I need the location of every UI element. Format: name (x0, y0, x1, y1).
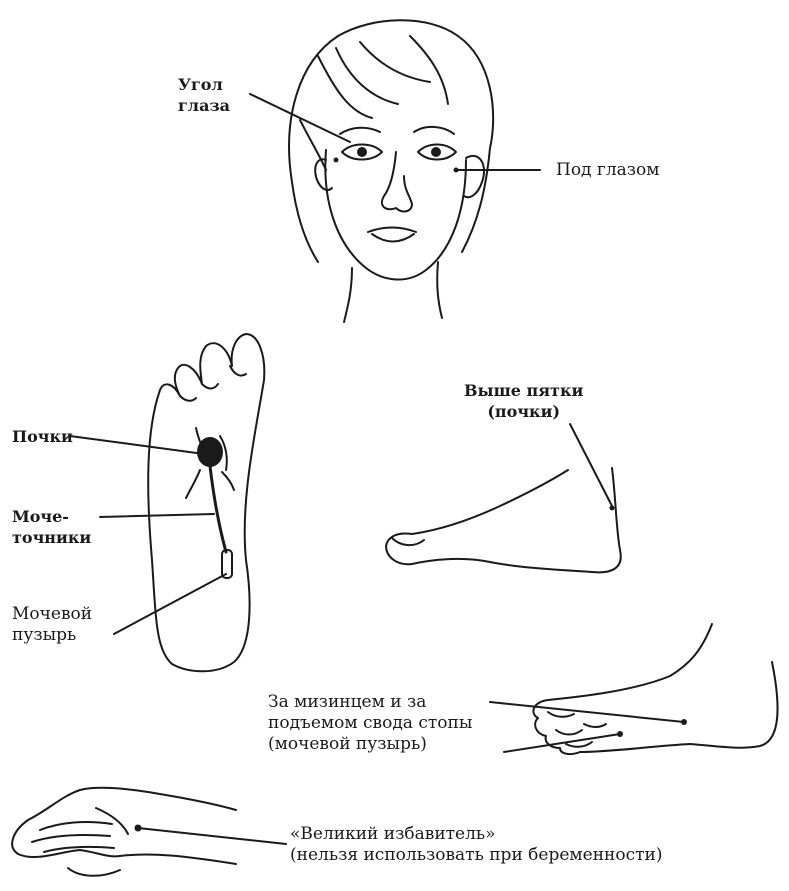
side-foot-toe-illustration (490, 624, 778, 754)
label-great-eliminator-line1: «Великий избавитель» (290, 824, 662, 845)
label-great-eliminator: «Великий избавитель» (нельзя использоват… (290, 824, 662, 866)
label-bladder-line2: пузырь (12, 625, 92, 646)
label-kidneys: Почки (12, 426, 73, 447)
label-bladder-line1: Мочевой (12, 604, 92, 625)
face-illustration (250, 20, 540, 322)
label-ureters-line1: Моче- (12, 506, 91, 527)
label-little-toe-line3: (мочевой пузырь) (268, 734, 472, 755)
label-little-toe-line1: За мизинцем и за (268, 692, 472, 713)
label-above-heel: Выше пятки (почки) (464, 380, 583, 422)
label-great-eliminator-line2: (нельзя использовать при беременности) (290, 845, 662, 866)
label-above-heel-line1: Выше пятки (464, 380, 583, 401)
label-eye-corner-line2: глаза (178, 95, 230, 116)
label-ureters: Моче- точники (12, 506, 91, 548)
label-eye-corner: Угол глаза (178, 74, 230, 116)
label-above-heel-line2: (почки) (464, 401, 583, 422)
label-eye-corner-line1: Угол (178, 74, 230, 95)
label-bladder: Мочевой пузырь (12, 604, 92, 646)
label-under-eye: Под глазом (556, 160, 660, 181)
hand-illustration (12, 788, 286, 876)
eye-corner-point (334, 158, 339, 163)
kidney-spot (197, 437, 223, 467)
label-ureters-line2: точники (12, 527, 91, 548)
foot-sole-illustration (70, 334, 264, 671)
label-little-toe-line2: подъемом свода стопы (268, 713, 472, 734)
side-foot-illustration (386, 424, 621, 572)
under-eye-point (454, 168, 459, 173)
eye-corner-leader (250, 94, 350, 142)
label-little-toe: За мизинцем и за подъемом свода стопы (м… (268, 692, 472, 755)
